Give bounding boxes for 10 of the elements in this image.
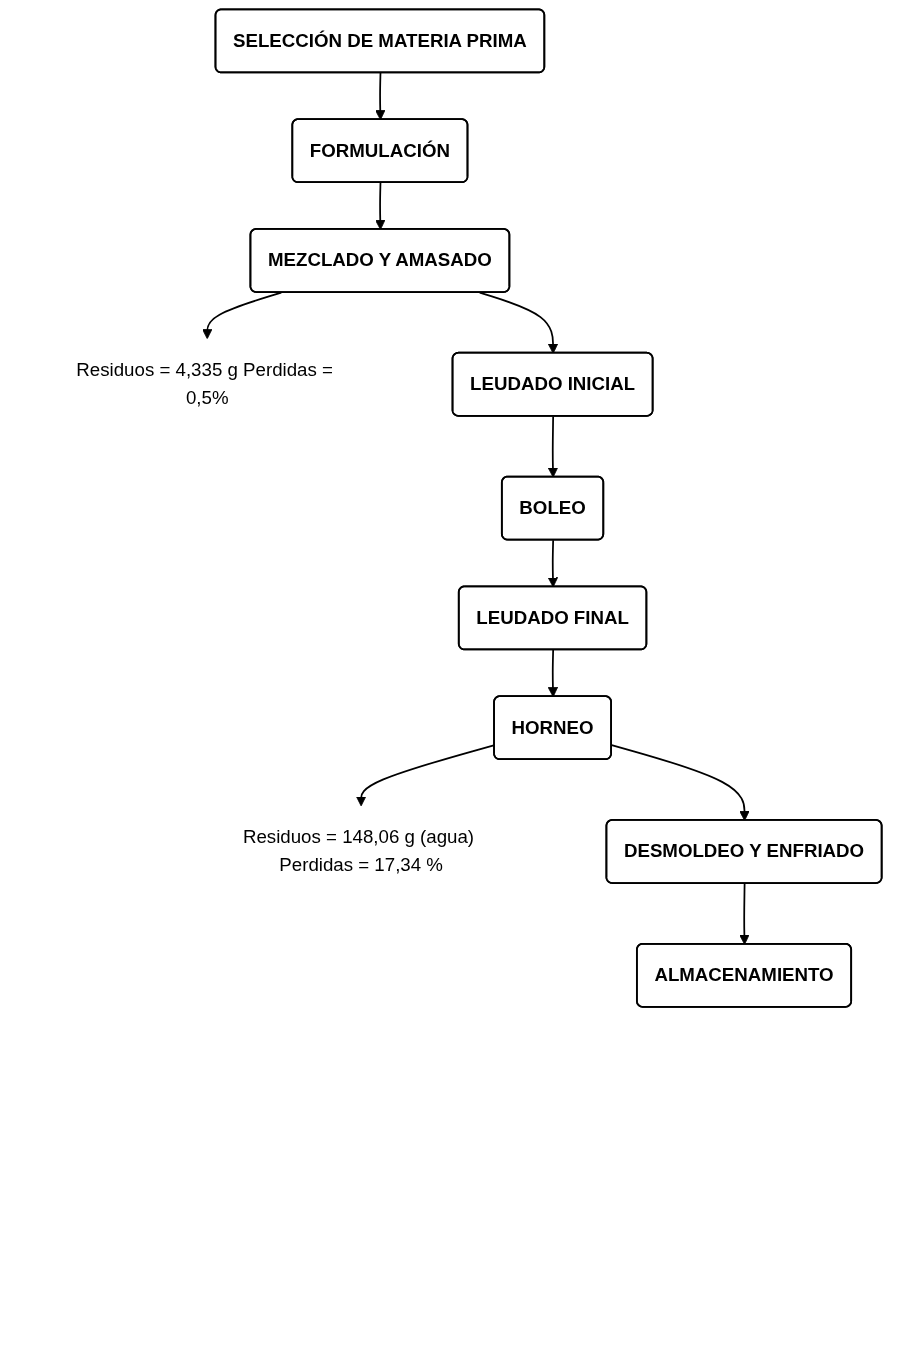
arrow bbox=[375, 72, 386, 121]
arrow bbox=[547, 415, 559, 478]
arrow bbox=[202, 291, 283, 340]
arrow bbox=[547, 539, 559, 588]
arrow bbox=[478, 291, 559, 354]
node-text: Residuos = 4,335 g Perdidas = 0,5% bbox=[76, 359, 333, 408]
arrow bbox=[375, 181, 386, 230]
arrow bbox=[739, 882, 750, 945]
node-text: Residuos = 148,06 g (agua) Perdidas = 17,34 % bbox=[242, 826, 475, 875]
arrow bbox=[547, 649, 559, 698]
